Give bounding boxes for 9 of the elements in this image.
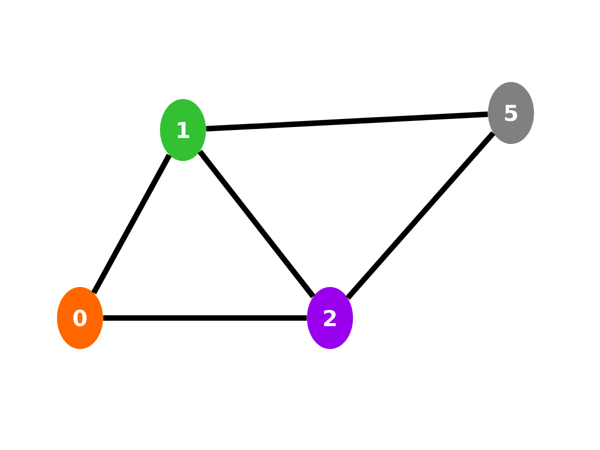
- graph-vertex: 0: [57, 287, 103, 349]
- graph-edge: [346, 131, 496, 300]
- graph-edge: [103, 315, 307, 321]
- graph-vertex: 2: [307, 287, 353, 349]
- graph-edge: [91, 154, 172, 294]
- graph-vertex: 1: [160, 99, 206, 161]
- graph-edge: [206, 111, 488, 132]
- graph-edge: [198, 150, 316, 298]
- graph-vertex: 5: [488, 82, 534, 144]
